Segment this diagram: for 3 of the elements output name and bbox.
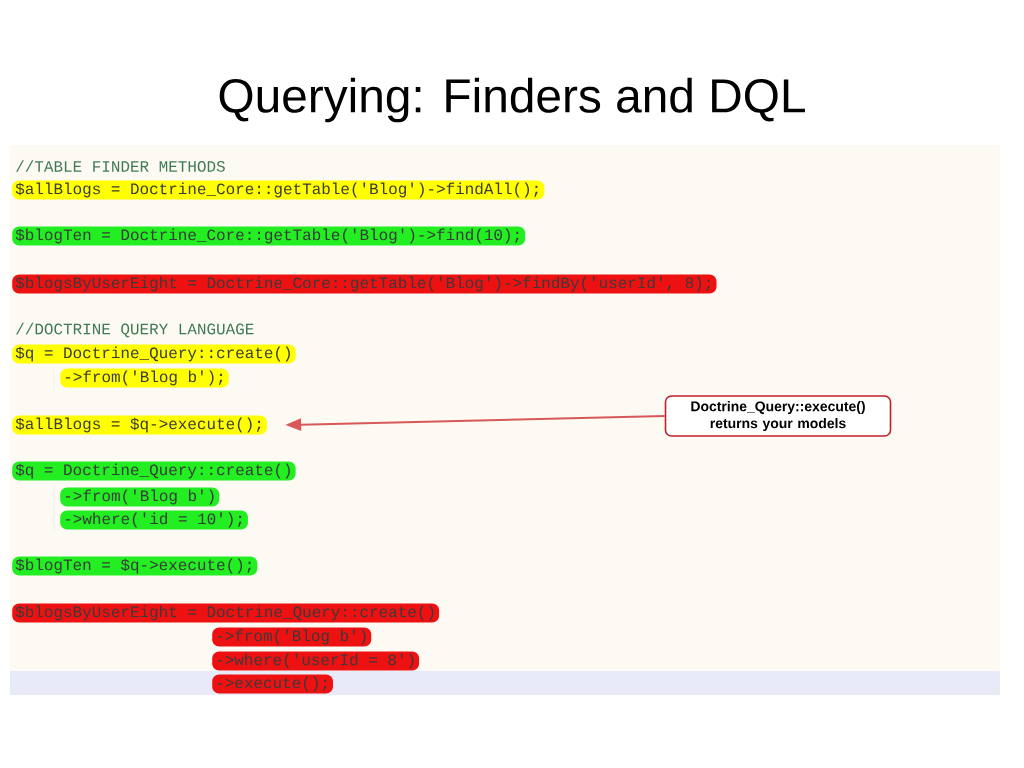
code-comment: //DOCTRINE QUERY LANGUAGE: [16, 322, 254, 338]
callout-box: Doctrine_Query::execute() returns your models: [664, 395, 892, 437]
slide-title: Querying: Finders and DQL: [219, 77, 805, 123]
